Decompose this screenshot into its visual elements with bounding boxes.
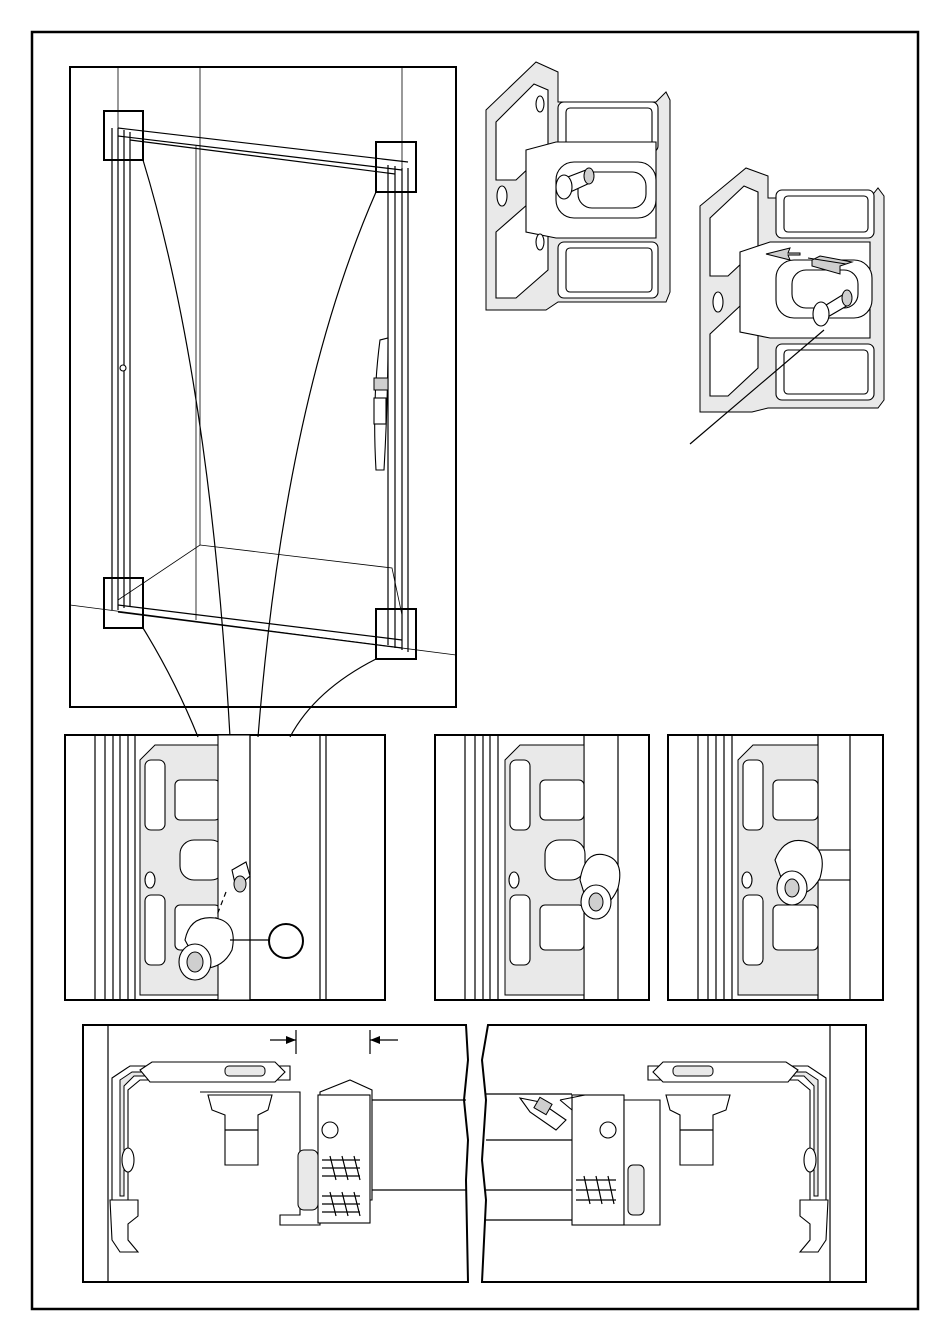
overview-border bbox=[70, 67, 456, 707]
section-panel-right bbox=[482, 1025, 866, 1282]
bracket-detail-2 bbox=[690, 168, 884, 444]
overview-panel bbox=[70, 67, 456, 737]
callout-circle bbox=[269, 924, 303, 958]
callout-box-bottom-right bbox=[376, 609, 416, 659]
zoom-panel-right bbox=[668, 735, 883, 1000]
zoom-panel-left bbox=[65, 735, 385, 1000]
section-panel-left bbox=[83, 1025, 468, 1282]
bracket-detail-1 bbox=[486, 62, 670, 310]
zoom-panel-middle bbox=[435, 735, 649, 1000]
callout-box-top-right bbox=[376, 142, 416, 192]
